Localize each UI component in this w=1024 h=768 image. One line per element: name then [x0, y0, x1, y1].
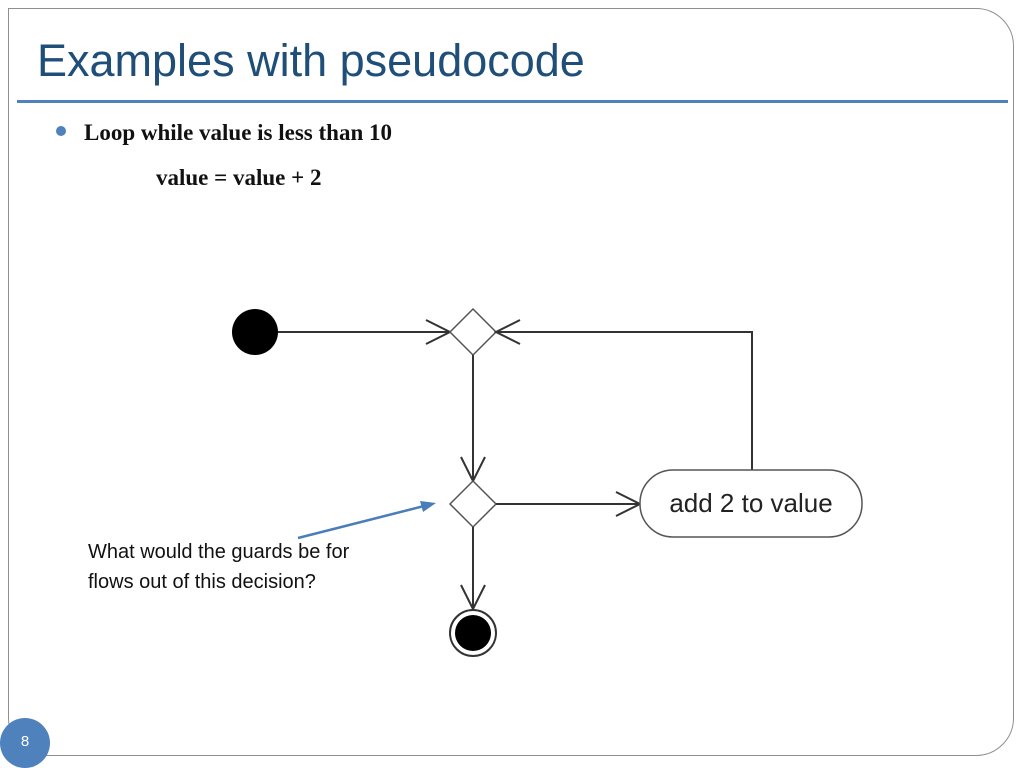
action-node: [639, 469, 863, 538]
page-number: 8: [20, 733, 30, 750]
page-number-badge: [0, 718, 50, 768]
bullet-text: Loop while value is less than 10: [84, 120, 392, 145]
initial-node: [232, 309, 278, 355]
action-label: add 2 to value: [669, 488, 832, 518]
bullet-icon: [56, 126, 66, 136]
slide-title: Examples with pseudocode: [37, 35, 585, 86]
decision-node: [448, 479, 498, 529]
pseudocode-line: value = value + 2: [156, 165, 322, 190]
final-node-core: [455, 615, 491, 651]
callout-arrow-line: [297, 502, 433, 540]
slide-frame: [8, 8, 1014, 756]
arrowhead-merge-right: [493, 319, 521, 345]
flow-loop-back: [496, 331, 753, 470]
callout-arrowhead: [420, 501, 436, 512]
title-underline: [17, 100, 1008, 103]
merge-node: [448, 307, 498, 357]
callout-note: What would the guards be for flows out o…: [88, 541, 350, 593]
